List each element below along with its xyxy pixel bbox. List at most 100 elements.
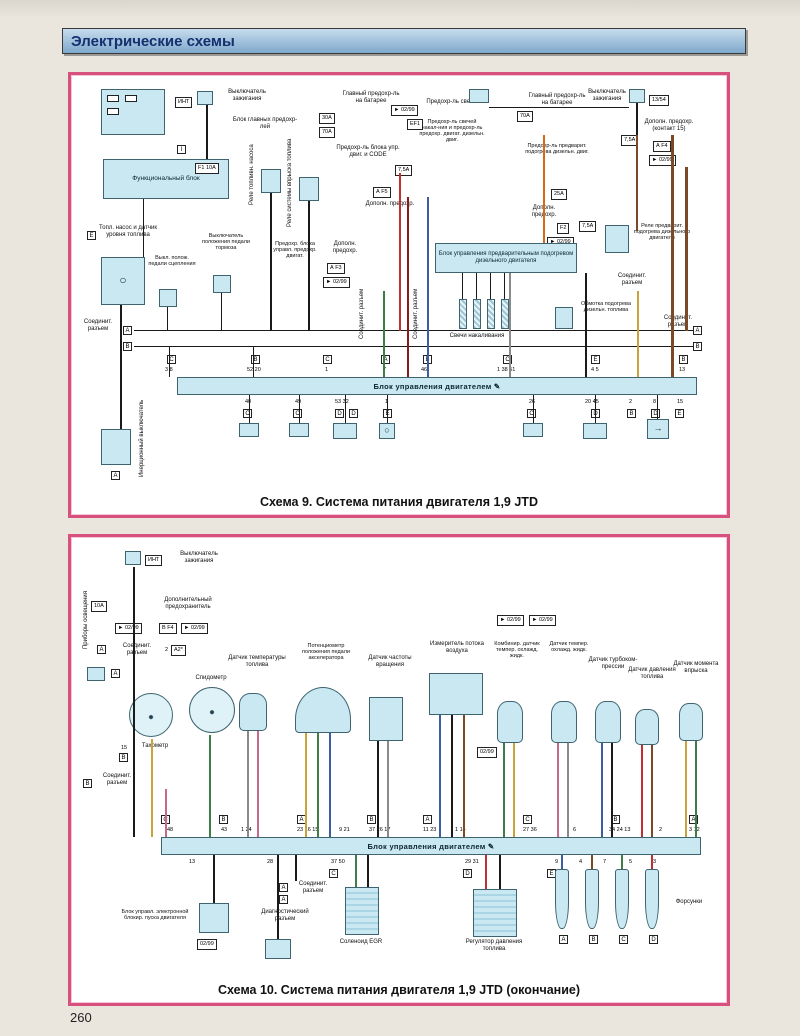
pin-number: 1 14 (455, 827, 466, 833)
pin-number: 46 (421, 367, 428, 373)
wire (167, 307, 168, 331)
fuse-glyph (107, 108, 119, 115)
pin-tag: С (293, 409, 302, 418)
section-title: Электрические схемы (71, 32, 235, 50)
pin-number: 53 32 (335, 399, 349, 405)
wire (295, 855, 297, 881)
pin-tag: С (329, 869, 338, 878)
pin-tag: А (381, 355, 390, 364)
fuel-pressure-sensor (635, 709, 659, 745)
pin-number: 15 (677, 399, 684, 405)
wire (427, 197, 429, 377)
pin-number: 1 (385, 399, 388, 405)
tag-ef1: EF1 (407, 119, 424, 130)
pin-number: 43 (221, 827, 228, 833)
pin-number: 1 38 51 (497, 367, 516, 373)
schema10-caption: Схема 10. Система питания двигателя 1,9 … (217, 983, 580, 997)
wire (621, 855, 623, 869)
fuse-25a: 25А (551, 189, 567, 200)
fuel-temp-sensor (239, 693, 267, 731)
wire (651, 855, 653, 869)
wire (463, 715, 465, 837)
pin-tag: С (503, 355, 512, 364)
wire (504, 273, 505, 299)
tag-i: I (177, 145, 186, 154)
combined-coolant-sensor (497, 701, 523, 743)
tag-a: А (279, 883, 288, 892)
fuse-glyph (125, 95, 137, 102)
wire (151, 739, 153, 837)
wire (317, 733, 319, 837)
label-ignition-switch: Выключатель зажигания (180, 551, 218, 564)
label-airflow-meter: Измеритель потока воздуха (430, 641, 484, 654)
wire (485, 855, 487, 889)
pin-number: 5 (629, 859, 633, 865)
connector-icon (333, 423, 357, 439)
tag-f4: В F4 (159, 623, 177, 634)
label-fuel-heater-coil: Обмотка подогрева дизельн. топлива (581, 301, 631, 314)
pin-number: 26 (529, 399, 535, 405)
tag-b: В (693, 342, 702, 351)
fuse-30a: 30А (319, 113, 335, 124)
pin-tag: С (523, 815, 532, 824)
sensor-icon: ○ (379, 423, 395, 439)
pin-number: 28 (267, 859, 274, 865)
pin-number: 34 24 13 (609, 827, 631, 833)
label-preheat-relay: Реле предварит. подогрева дизельного дви… (633, 223, 691, 242)
bus-line-a (134, 330, 694, 331)
pin-tag: В (367, 815, 376, 824)
accel-potentiometer (295, 687, 351, 733)
tag-f3: А F3 (327, 263, 345, 274)
wire (636, 103, 638, 135)
wire (651, 745, 653, 837)
wire (595, 395, 596, 423)
label-connector: Соединит. разъем (663, 315, 693, 328)
label-brake-switch: Выключатель положения педали тормоза (201, 233, 250, 252)
label-connector: Соединит. разъем (102, 773, 132, 786)
airflow-meter (429, 673, 483, 715)
tag-f2: F2 (557, 223, 570, 234)
speedometer (189, 687, 235, 733)
label-injection-timing-sensor: Датчик момента впрыска (673, 661, 719, 674)
fuel-heater-coil (555, 307, 573, 329)
clutch-pedal-switch (159, 289, 177, 307)
ref-0299: ► 02/99 (649, 155, 676, 166)
injection-relay (299, 177, 319, 201)
wire (377, 741, 379, 837)
pin-number: 29 31 (465, 859, 479, 865)
wire (671, 135, 674, 377)
pin-number: 4 5 (591, 367, 599, 373)
label-connector: Соединит. разъем (298, 881, 328, 894)
tag-a: А (693, 326, 702, 335)
connector-icon (239, 423, 259, 437)
tag-a: А (97, 645, 106, 654)
wire (305, 733, 307, 837)
label-connector: Соединит. разъем (83, 319, 113, 332)
immobilizer-unit (199, 903, 229, 933)
pin-number: 11 23 (423, 827, 437, 833)
wire (489, 107, 629, 108)
pin-tag: Е (591, 355, 600, 364)
label-speedometer: Спидометр (195, 675, 227, 681)
page-number: 260 (70, 1010, 92, 1025)
egr-solenoid (345, 887, 379, 935)
pin-tag: А (689, 815, 698, 824)
fuse-7-5a: 7,5А (395, 165, 413, 176)
wire (209, 735, 211, 837)
wire (143, 199, 144, 257)
pin-tag: А (559, 935, 568, 944)
label-tachometer: Тахометр (141, 743, 169, 749)
pin-number: 3 12 (689, 827, 700, 833)
pin-number: 4 (579, 859, 583, 865)
label-preheat-fuse: Предохр-ль предварит. подогрева дизельн.… (525, 143, 589, 156)
pin-tag: В (627, 409, 636, 418)
pin-tag: В (251, 355, 260, 364)
wire (601, 743, 603, 837)
wire (543, 135, 545, 243)
fuel-pump-relay (261, 169, 281, 193)
tachometer (129, 693, 173, 737)
label-fuel-pressure-regulator: Регулятор давления топлива (465, 939, 523, 952)
connector-icon (523, 423, 543, 437)
